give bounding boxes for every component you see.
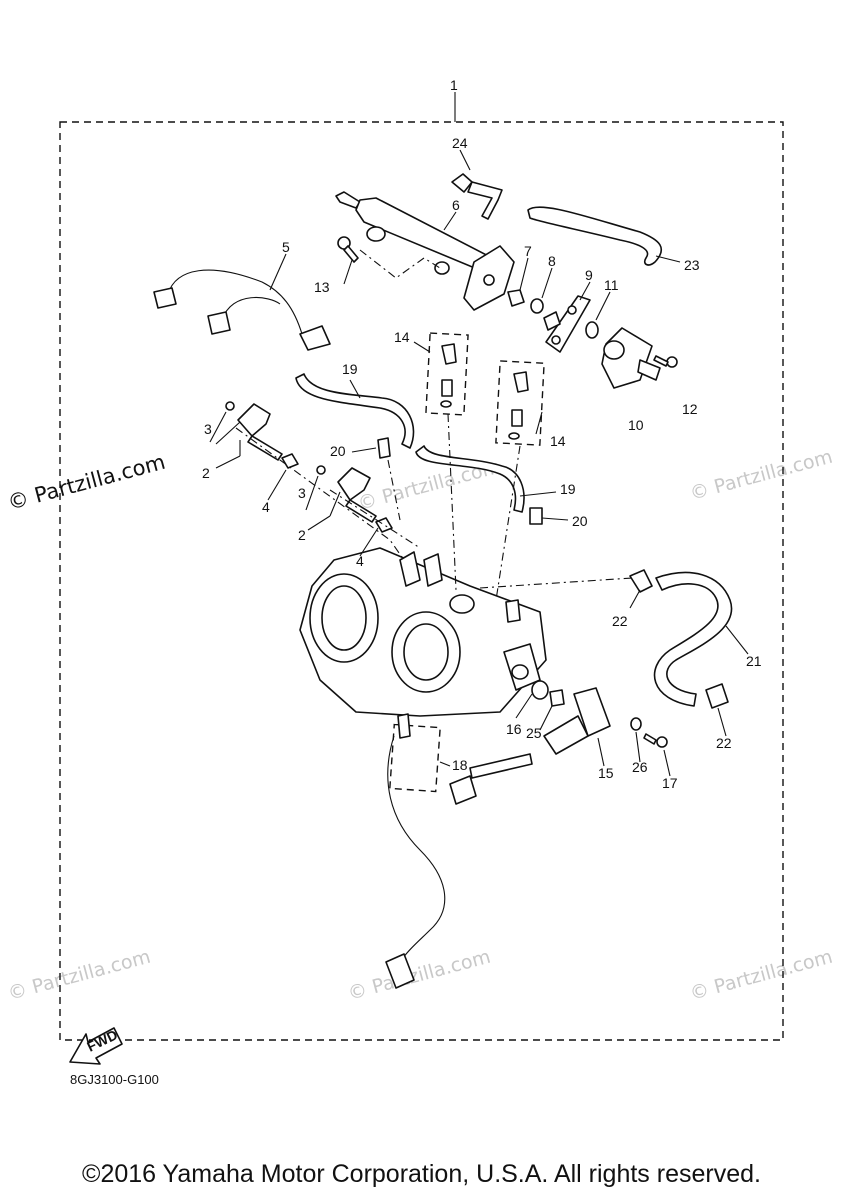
part-11-o-ring: [585, 321, 599, 339]
callout-10: 10: [628, 417, 644, 433]
part-10-pressure-regulator: [601, 327, 661, 389]
part-15-sensor: [543, 687, 611, 755]
part-25-plug: [549, 689, 565, 707]
assembly-boundary: [59, 121, 784, 1041]
copyright-notice: ©2016 Yamaha Motor Corporation, U.S.A. A…: [82, 1160, 761, 1188]
callout-22-upper: 22: [612, 613, 628, 629]
fwd-arrow-icon: FWD: [69, 1026, 123, 1065]
callout-2-right: 2: [298, 527, 306, 543]
callout-3-left: 3: [204, 421, 212, 437]
callout-3-right: 3: [298, 485, 306, 501]
watermarks: © Partzilla.com © Partzilla.com © Partzi…: [5, 446, 835, 1005]
callout-17: 17: [662, 775, 678, 791]
part-26-washer: [630, 717, 642, 731]
callout-20-upper: 20: [330, 443, 346, 459]
callout-21: 21: [746, 653, 762, 669]
part-22-clamp-upper: [629, 569, 653, 593]
callout-18: 18: [452, 757, 468, 773]
callout-6: 6: [452, 197, 460, 213]
part-6-fuel-rail: [335, 191, 515, 311]
callout-22-lower: 22: [716, 735, 732, 751]
sensor-cable: [449, 753, 533, 805]
callout-26: 26: [632, 759, 648, 775]
part-14-kit-lower: [495, 360, 545, 446]
part-5-wire-harness: [153, 269, 331, 351]
part-14-kit-upper: [425, 332, 469, 416]
callout-15: 15: [598, 765, 614, 781]
callout-12: 12: [682, 401, 698, 417]
part-2-injector-left: [225, 401, 283, 461]
part-4-seal-right: [375, 517, 393, 533]
part-2-injector-right: [316, 465, 377, 523]
callout-2-left: 2: [202, 465, 210, 481]
part-13-screw: [337, 236, 359, 263]
part-18-cable: [385, 713, 446, 989]
callout-5: 5: [282, 239, 290, 255]
callout-9: 9: [585, 267, 593, 283]
callout-16: 16: [506, 721, 522, 737]
part-21-hose: [653, 571, 733, 707]
watermark: © Partzilla.com: [688, 446, 835, 505]
part-4-seal-left: [281, 453, 299, 469]
callout-4-right: 4: [356, 553, 364, 569]
callout-8: 8: [548, 253, 556, 269]
callout-11: 11: [604, 277, 619, 293]
part-23-hose: [527, 206, 663, 266]
throttle-body: [299, 547, 547, 717]
watermark: © Partzilla.com: [6, 946, 153, 1005]
diagram-code: 8GJ3100-G100: [70, 1072, 159, 1087]
part-16-o-ring: [531, 680, 549, 700]
callout-23: 23: [684, 257, 700, 273]
callout-4-left: 4: [262, 499, 270, 515]
assembly-lines: [235, 413, 633, 601]
part-17-screw: [643, 733, 668, 748]
part-20-hose-right: [529, 507, 543, 525]
watermark-main: © Partzilla.com: [5, 450, 168, 515]
callout-1: 1: [450, 77, 458, 93]
callout-leaders: [209, 149, 749, 777]
part-19-hose-right: [415, 445, 525, 513]
watermark: © Partzilla.com: [346, 946, 493, 1005]
part-22-clamp-lower: [705, 683, 729, 709]
callout-14-lower: 14: [550, 433, 566, 449]
callout-25: 25: [526, 725, 542, 741]
part-8-o-ring: [530, 298, 544, 314]
callout-numbers: 1 24 6 5 7 8 23 9 11 13 14 19 12 10 3 14…: [202, 77, 762, 791]
part-9-joint: [543, 295, 591, 353]
part-12-screw: [653, 355, 678, 368]
watermark: © Partzilla.com: [688, 946, 835, 1005]
callout-7: 7: [524, 243, 532, 259]
callout-14-upper: 14: [394, 329, 410, 345]
callout-19-upper: 19: [342, 361, 358, 377]
callout-24: 24: [452, 135, 468, 151]
callout-20-lower: 20: [572, 513, 588, 529]
callout-19-lower: 19: [560, 481, 576, 497]
part-7-seal: [507, 289, 525, 307]
part-24-bracket: [451, 173, 503, 220]
callout-13: 13: [314, 279, 330, 295]
part-20-hose-left: [377, 437, 391, 459]
part-19-hose-left: [295, 373, 415, 449]
